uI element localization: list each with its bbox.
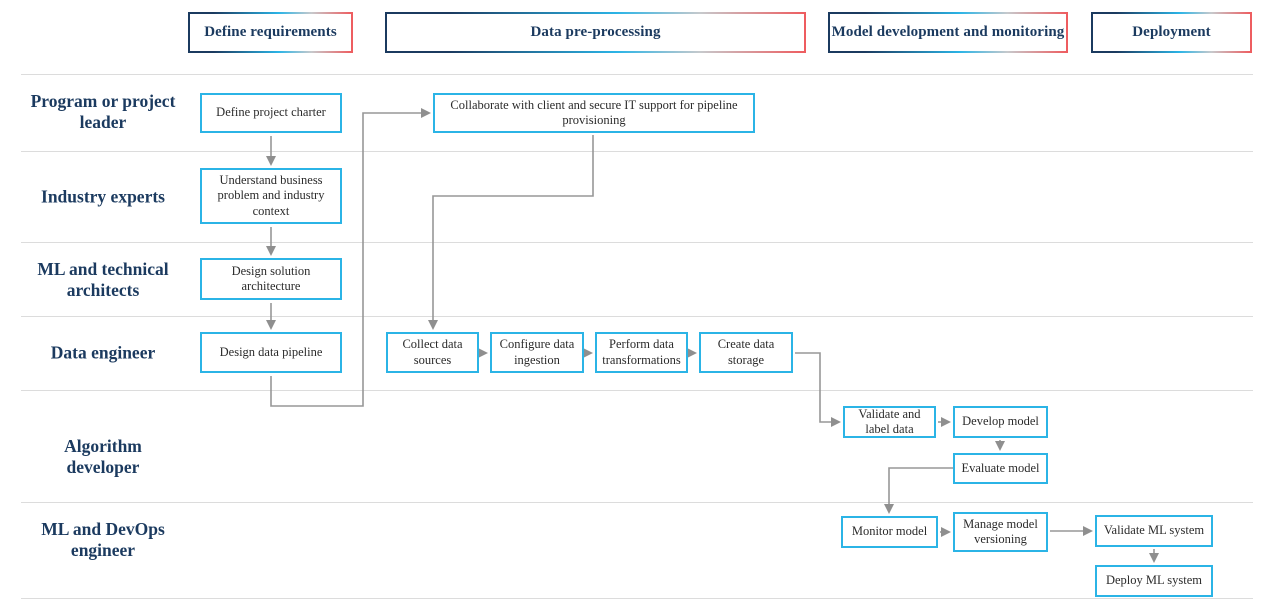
task-box-understand-business-problem: Understand business problem and industry… (200, 168, 342, 224)
task-label: Validate and label data (858, 406, 921, 436)
row-separator (21, 74, 1253, 75)
task-label: Develop model (962, 414, 1039, 429)
task-box-deploy-ml-system: Deploy ML system (1095, 565, 1213, 597)
edge-create-data-storage-to-validate-and-label-data (795, 352, 841, 427)
task-box-evaluate-model: Evaluate model (953, 453, 1048, 484)
phase-header-data-pre-processing: Data pre-processing (385, 12, 806, 53)
task-box-configure-data-ingestion: Configure data ingestion (490, 332, 584, 373)
task-box-define-project-charter: Define project charter (200, 93, 342, 133)
task-label: Configure data ingestion (499, 337, 575, 367)
task-label: Manage model versioning (963, 516, 1038, 546)
phase-header-label: Data pre-processing (530, 24, 661, 40)
task-label: Monitor model (851, 524, 928, 539)
phase-header-label: Define requirements (204, 24, 337, 40)
edge-collaborate-with-client-to-collect-data-sources (428, 135, 594, 330)
task-label: Collaborate with client and secure IT su… (450, 97, 738, 127)
task-box-develop-model: Develop model (953, 406, 1048, 438)
task-box-manage-model-versioning: Manage model versioning (953, 512, 1048, 552)
edge-design-data-pipeline-to-collaborate-with-client (270, 108, 431, 407)
task-label: Design data pipeline (219, 344, 323, 359)
phase-header-label: Deployment (1132, 24, 1211, 40)
task-label: Understand business problem and industry… (217, 173, 325, 218)
row-separator (21, 390, 1253, 391)
task-box-monitor-model: Monitor model (841, 516, 938, 548)
task-label: Collect data sources (402, 337, 463, 367)
task-box-create-data-storage: Create data storage (699, 332, 793, 373)
role-label-ml-and-devops-engineer: ML and DevOps engineer (41, 519, 165, 560)
phase-header-define-requirements: Define requirements (188, 12, 353, 53)
phase-header-model-development-and-monitoring: Model development and monitoring (828, 12, 1068, 53)
role-label-data-engineer: Data engineer (50, 342, 156, 363)
task-box-perform-data-transformations: Perform data transformations (595, 332, 688, 373)
task-label: Evaluate model (961, 460, 1040, 475)
role-label-ml-and-technical-architects: ML and technical architects (37, 259, 169, 300)
row-separator (21, 598, 1253, 599)
task-box-collect-data-sources: Collect data sources (386, 332, 479, 373)
task-label: Deploy ML system (1105, 573, 1203, 588)
edge-evaluate-model-to-monitor-model (884, 467, 953, 514)
task-box-validate-and-label-data: Validate and label data (843, 406, 936, 438)
task-box-design-solution-architecture: Design solution architecture (200, 258, 342, 300)
task-box-collaborate-with-client: Collaborate with client and secure IT su… (433, 93, 755, 133)
row-separator (21, 502, 1253, 503)
role-label-algorithm-developer: Algorithm developer (64, 436, 142, 477)
task-box-validate-ml-system: Validate ML system (1095, 515, 1213, 547)
task-label: Perform data transformations (602, 337, 681, 367)
phase-header-label: Model development and monitoring (831, 24, 1065, 40)
row-separator (21, 242, 1253, 243)
row-separator (21, 316, 1253, 317)
task-label: Validate ML system (1103, 523, 1205, 538)
task-label: Define project charter (216, 105, 326, 120)
row-separator (21, 151, 1253, 152)
task-label: Create data storage (717, 337, 775, 367)
role-label-industry-experts: Industry experts (41, 186, 165, 207)
role-label-program-or-project-leader: Program or project leader (30, 91, 176, 132)
task-label: Design solution architecture (231, 263, 311, 293)
phase-header-deployment: Deployment (1091, 12, 1252, 53)
task-box-design-data-pipeline: Design data pipeline (200, 332, 342, 373)
